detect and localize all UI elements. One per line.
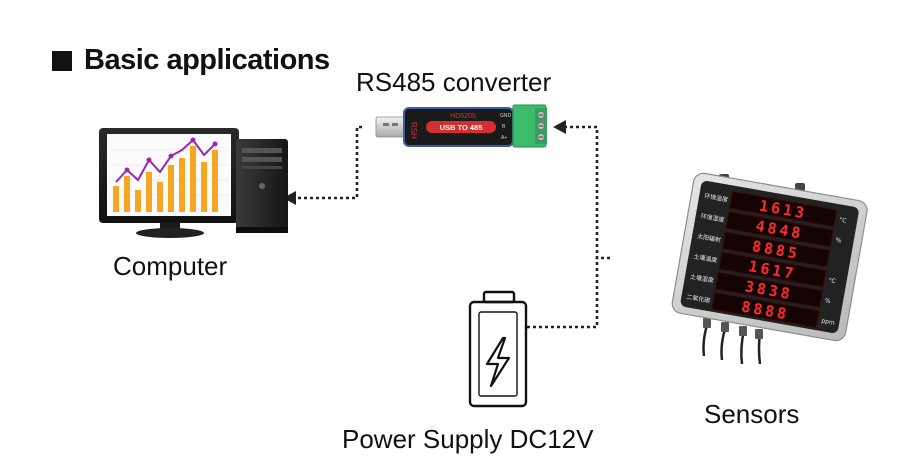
led-display — [725, 211, 834, 248]
computer-icon — [99, 128, 288, 238]
converter-badge-text: USB TO 485 — [440, 123, 483, 132]
led-display — [714, 271, 824, 308]
section-heading: Basic applications — [52, 44, 330, 77]
led-display — [721, 231, 831, 268]
pc-tower — [236, 139, 288, 233]
pin-label-a: A+ — [501, 135, 507, 141]
heading-text: Basic applications — [84, 44, 330, 76]
power-supply-label: Power Supply DC12V — [342, 424, 594, 454]
arrow-to-computer-icon — [283, 191, 296, 205]
monitor-chart — [110, 137, 228, 212]
sensor-unit: ppm — [821, 317, 836, 326]
sensor-to-converter-link — [563, 125, 610, 260]
sensors-label: Sensors — [704, 399, 800, 429]
converter-side-text: RSH — [409, 122, 418, 139]
arrow-to-converter-icon — [553, 120, 566, 134]
converter-badge — [426, 121, 496, 133]
battery-icon — [468, 290, 528, 408]
connection-lines — [295, 125, 610, 329]
converter-brand: HD6205 — [450, 113, 476, 120]
terminal-block — [512, 104, 547, 148]
square-bullet-icon — [52, 50, 72, 71]
led-display — [728, 190, 838, 228]
sensor-unit: % — [824, 297, 831, 305]
panel-cables — [702, 321, 762, 365]
sensor-unit: °C — [839, 217, 847, 225]
led-display — [711, 291, 820, 329]
pin-label-b: B — [502, 124, 506, 130]
sensor-unit: °C — [828, 277, 836, 285]
monitor — [99, 128, 239, 238]
rs485-converter: RSH HD6205 USB TO 485 GND B A+ — [375, 104, 547, 148]
usb-plug — [375, 116, 407, 138]
power-to-sensor-link — [527, 258, 599, 329]
pin-label-gnd: GND — [500, 113, 512, 119]
led-display — [718, 251, 827, 288]
converter-label: RS485 converter — [356, 67, 552, 97]
sensor-unit: % — [835, 237, 842, 245]
lightning-bolt-icon — [485, 336, 511, 388]
computer-label: Computer — [113, 251, 228, 281]
converter-to-computer-link — [295, 125, 362, 200]
